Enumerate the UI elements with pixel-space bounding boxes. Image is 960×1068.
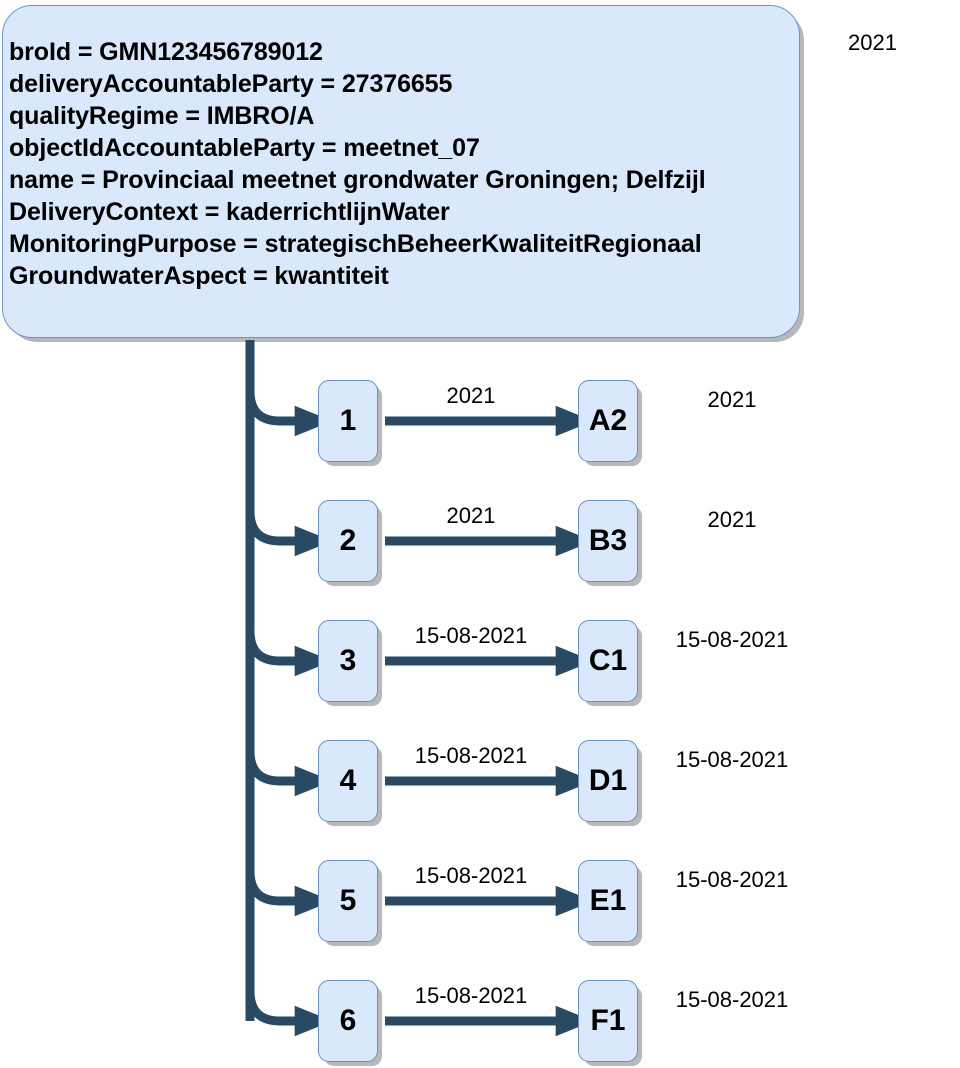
node-label: 6 bbox=[339, 1004, 357, 1037]
node-label: 5 bbox=[339, 884, 357, 917]
branch-arrow-2 bbox=[245, 510, 333, 557]
monitoring-tube-node-d1[interactable]: D1 bbox=[578, 740, 638, 822]
edge-label-1: 2021 bbox=[446, 383, 496, 408]
monitoring-tube-node-c1[interactable]: C1 bbox=[578, 620, 638, 702]
node-label: C1 bbox=[588, 644, 628, 677]
node-label: B3 bbox=[588, 524, 628, 557]
side-label-1: 2021 bbox=[707, 387, 757, 412]
node-label: 1 bbox=[339, 404, 357, 437]
node-label: D1 bbox=[588, 764, 628, 797]
side-label-3: 15-08-2021 bbox=[675, 627, 789, 652]
attribute-line: objectIdAccountableParty = meetnet_07 bbox=[9, 134, 480, 162]
measuring-point-node-5[interactable]: 5 bbox=[318, 860, 378, 942]
attribute-line: deliveryAccountableParty = 27376655 bbox=[9, 70, 453, 98]
node-label: 3 bbox=[339, 644, 357, 677]
monitoring-tube-node-e1[interactable]: E1 bbox=[578, 860, 638, 942]
attribute-line: DeliveryContext = kaderrichtlijnWater bbox=[9, 198, 450, 226]
measuring-point-node-4[interactable]: 4 bbox=[318, 740, 378, 822]
edge-label-2: 2021 bbox=[446, 503, 496, 528]
branch-arrow-3 bbox=[245, 630, 333, 677]
attribute-line: name = Provinciaal meetnet grondwater Gr… bbox=[9, 166, 706, 194]
corner-year-label: 2021 bbox=[848, 30, 897, 55]
branch-arrow-5 bbox=[245, 870, 333, 917]
branch-arrow-4 bbox=[245, 750, 333, 797]
monitoring-tube-node-a2[interactable]: A2 bbox=[578, 380, 638, 462]
attribute-line: broId = GMN123456789012 bbox=[9, 38, 323, 66]
edge-label-6: 15-08-2021 bbox=[414, 983, 528, 1008]
monitoring-tube-node-b3[interactable]: B3 bbox=[578, 500, 638, 582]
side-label-6: 15-08-2021 bbox=[675, 987, 789, 1012]
node-label: 4 bbox=[339, 764, 357, 797]
edge-label-3: 15-08-2021 bbox=[414, 623, 528, 648]
attribute-line: GroundwaterAspect = kwantiteit bbox=[9, 262, 389, 290]
measuring-point-node-2[interactable]: 2 bbox=[318, 500, 378, 582]
gmn-attributes-list: broId = GMN123456789012 deliveryAccounta… bbox=[9, 36, 793, 292]
edge-label-4: 15-08-2021 bbox=[414, 743, 528, 768]
branch-arrow-1 bbox=[245, 390, 333, 437]
measuring-point-node-3[interactable]: 3 bbox=[318, 620, 378, 702]
measuring-point-node-1[interactable]: 1 bbox=[318, 380, 378, 462]
node-label: A2 bbox=[588, 404, 628, 437]
side-label-5: 15-08-2021 bbox=[675, 867, 789, 892]
node-label: 2 bbox=[339, 524, 357, 557]
side-label-4: 15-08-2021 bbox=[675, 747, 789, 772]
edge-label-5: 15-08-2021 bbox=[414, 863, 528, 888]
node-label: E1 bbox=[589, 884, 627, 917]
branch-arrow-6 bbox=[245, 990, 333, 1037]
attribute-line: qualityRegime = IMBRO/A bbox=[9, 102, 315, 130]
attribute-line: MonitoringPurpose = strategischBeheerKwa… bbox=[9, 230, 702, 258]
monitoring-tube-node-f1[interactable]: F1 bbox=[578, 980, 638, 1062]
node-label: F1 bbox=[590, 1004, 626, 1037]
gmn-attributes-box: broId = GMN123456789012 deliveryAccounta… bbox=[2, 5, 800, 338]
measuring-point-node-6[interactable]: 6 bbox=[318, 980, 378, 1062]
side-label-2: 2021 bbox=[707, 507, 757, 532]
